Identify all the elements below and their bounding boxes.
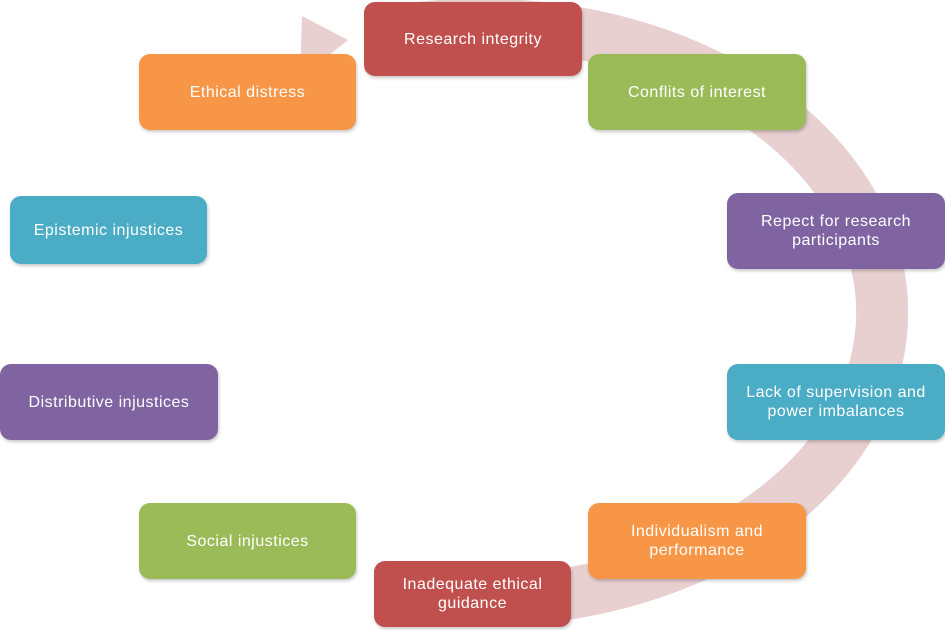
node-label: Distributive injustices: [28, 393, 190, 411]
node-research-integrity: Research integrity: [364, 2, 582, 76]
node-lack-of-supervision: Lack of supervision and power imbalances: [727, 364, 945, 440]
node-social-injustices: Social injustices: [139, 503, 356, 579]
node-respect-for-participants: Repect for research participants: [727, 193, 945, 269]
node-label: Social injustices: [186, 532, 309, 550]
node-label: Research integrity: [404, 30, 542, 48]
node-label: Lack of supervision and power imbalances: [746, 384, 926, 420]
node-label: Conflits of interest: [627, 83, 767, 101]
node-label: Epistemic injustices: [33, 221, 184, 239]
node-ethical-distress: Ethical distress: [139, 54, 356, 130]
node-distributive-injustices: Distributive injustices: [0, 364, 218, 440]
node-inadequate-guidance: Inadequate ethical guidance: [374, 561, 571, 627]
node-epistemic-injustices: Epistemic injustices: [10, 196, 207, 264]
node-label: Repect for research participants: [760, 213, 911, 249]
node-label: Ethical distress: [189, 83, 306, 101]
node-conflicts-of-interest: Conflits of interest: [588, 54, 806, 130]
cycle-ring-band: [378, 0, 909, 627]
node-individualism: Individualism and performance: [588, 503, 806, 579]
node-label: Inadequate ethical guidance: [402, 576, 543, 612]
node-label: Individualism and performance: [630, 523, 764, 559]
